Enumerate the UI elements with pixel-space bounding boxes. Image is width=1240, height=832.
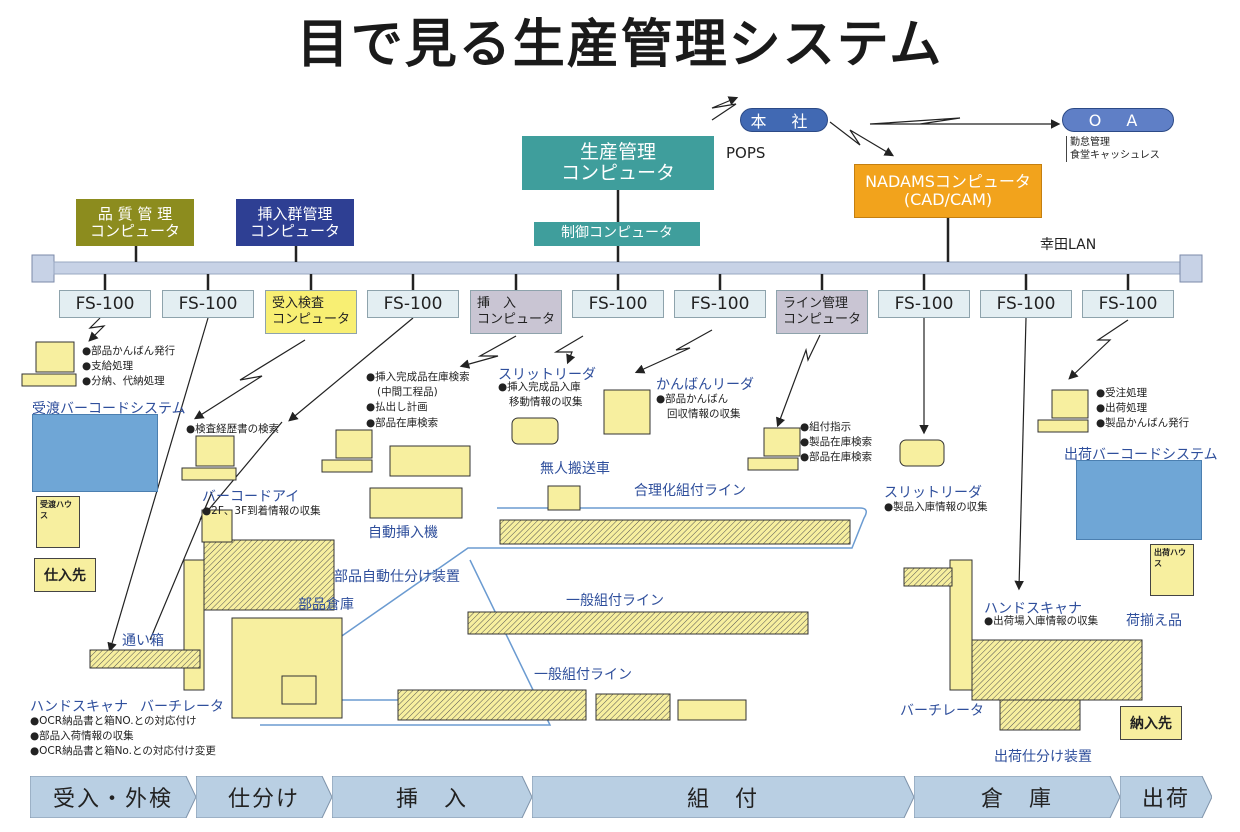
auto-sorter-label: 部品自動仕分け装置: [334, 569, 460, 585]
lan-terminator-left: [31, 254, 55, 283]
hand-scanner-left-label: ハンドスキャナ: [30, 699, 128, 715]
auto-insertion-machine-label: 自動挿入機: [368, 525, 438, 541]
receiving-barcode-system-photo: [32, 414, 158, 492]
agv-label: 無人搬送車: [540, 461, 610, 477]
slit-reader-1-label: スリットリーダ: [498, 367, 596, 383]
line-management-notes: 組付指示製品在庫検索部品在庫検索: [800, 420, 872, 466]
receiving-house: 受渡ハウス: [36, 496, 80, 548]
fs100-node-3: FS-100: [367, 290, 459, 318]
customer-truck: 納入先: [1120, 706, 1182, 740]
lan-label: 幸田LAN: [1040, 237, 1097, 253]
barcode-eye-label: バーコードアイ: [202, 489, 300, 505]
receiving-inspection-computer: 受入検査 コンピュータ: [265, 290, 357, 334]
slit-reader-1-notes: 挿入完成品入庫 移動情報の収集: [498, 380, 582, 410]
control-computer: 制御コンピュータ: [534, 222, 700, 246]
stage-warehouse: 倉 庫: [914, 776, 1120, 818]
tote-label: 通い箱: [122, 633, 164, 649]
inspection-notes: 検査経歴書の検索: [186, 422, 279, 437]
barchelator-left-label: バーチレータ: [140, 699, 224, 715]
slit-reader-2-label: スリットリーダ: [884, 485, 982, 501]
shipping-barcode-system-label: 出荷バーコードシステム: [1064, 447, 1218, 463]
lan-bus: [53, 261, 1181, 275]
slit-reader-2-notes: 製品入庫情報の収集: [884, 500, 988, 515]
stage-insertion: 挿 入: [332, 776, 532, 818]
stage-receiving: 受入・外検: [30, 776, 196, 818]
kanban-reader-notes: 部品かんばん 回収情報の収集: [656, 392, 740, 422]
oa-node: O A: [1062, 108, 1174, 132]
receiving-floor-notes: OCR納品書と箱NO.との対応付け部品入荷情報の収集OCR納品書と箱No.との対…: [30, 714, 216, 760]
shipping-sorter-label: 出荷仕分け装置: [994, 749, 1092, 765]
fs100-node-7: FS-100: [980, 290, 1072, 318]
nadams-computer: NADAMSコンピュータ(CAD/CAM): [854, 164, 1042, 218]
general-assembly-line-1-label: 一般組付ライン: [566, 593, 664, 609]
barchelator-right-label: バーチレータ: [900, 703, 984, 719]
general-assembly-line-2-label: 一般組付ライン: [534, 667, 632, 683]
barcode-eye-notes: 2F、3F到着情報の収集: [202, 504, 320, 519]
fs100-node-6: FS-100: [878, 290, 970, 318]
supplier-truck: 仕入先: [34, 558, 96, 592]
hand-scanner-right-notes: 出荷場入庫情報の収集: [984, 614, 1098, 629]
receiving-notes: 部品かんばん発行支給処理分納、代納処理: [82, 344, 175, 390]
shipping-house: 出荷ハウス: [1150, 544, 1194, 596]
hand-scanner-right-label: ハンドスキャナ: [984, 601, 1082, 617]
shipping-barcode-system-photo: [1076, 460, 1202, 540]
insertion-group-computer: 挿入群管理コンピュータ: [236, 199, 354, 246]
fs100-node-1: FS-100: [59, 290, 151, 318]
stage-assembly: 組 付: [532, 776, 914, 818]
page-title: 目で見る生産管理システム: [296, 15, 944, 75]
parts-warehouse-label: 部品倉庫: [298, 597, 354, 613]
quality-management-computer: 品 質 管 理コンピュータ: [76, 199, 194, 246]
assembled-goods-label: 荷揃え品: [1126, 613, 1182, 629]
receiving-barcode-system-label: 受渡バーコードシステム: [32, 401, 186, 417]
insertion-computer: 挿 入 コンピュータ: [470, 290, 562, 334]
stage-sorting: 仕分け: [196, 776, 332, 818]
kanban-reader-label: かんばんリーダ: [656, 377, 754, 393]
fs100-node-5: FS-100: [674, 290, 766, 318]
shipping-notes: 受注処理出荷処理製品かんばん発行: [1096, 386, 1189, 432]
production-management-computer: 生産管理コンピュータ: [522, 136, 714, 190]
insertion-notes: 挿入完成品在庫検索 (中間工程品) 払出し計画 部品在庫検索: [366, 370, 470, 431]
stage-shipping: 出荷: [1120, 776, 1212, 818]
pops-label: POPS: [726, 144, 766, 162]
head-office-node: 本 社: [740, 108, 828, 132]
fs100-node-8: FS-100: [1082, 290, 1174, 318]
fs100-node-4: FS-100: [572, 290, 664, 318]
lan-terminator-right: [1179, 254, 1203, 283]
fs100-node-2: FS-100: [162, 290, 254, 318]
oa-notes: 勤怠管理 食堂キャッシュレス: [1066, 136, 1160, 162]
line-management-computer: ライン管理 コンピュータ: [776, 290, 868, 334]
rational-assembly-line-label: 合理化組付ライン: [634, 483, 746, 499]
